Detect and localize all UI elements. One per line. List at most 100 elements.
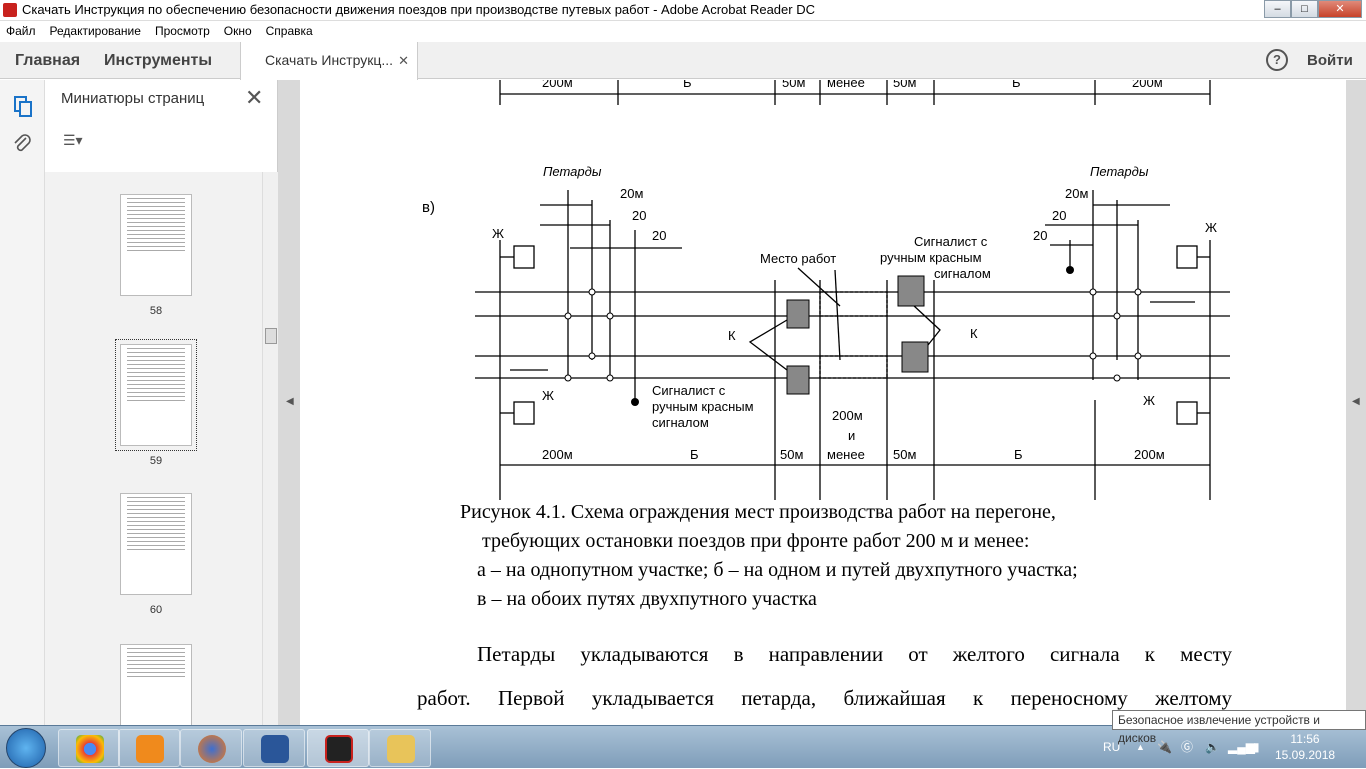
- dim-20-left-1: 20: [632, 208, 646, 223]
- tooltip: Безопасное извлечение устройств и дисков: [1112, 710, 1366, 745]
- window-title: Скачать Инструкция по обеспечению безопа…: [22, 2, 815, 17]
- menu-file[interactable]: Файл: [6, 24, 36, 38]
- k-label-right: К: [970, 326, 978, 341]
- document-tab-label: Скачать Инструкц...: [265, 52, 394, 68]
- language-indicator[interactable]: RU: [1103, 740, 1121, 754]
- dim-20m-right: 20м: [1065, 186, 1088, 201]
- title-bar: Скачать Инструкция по обеспечению безопа…: [0, 0, 1366, 21]
- close-tab-icon[interactable]: ✕: [398, 53, 409, 68]
- zh-label-2: Ж: [542, 388, 554, 403]
- dim-20-right-1: 20: [1052, 208, 1066, 223]
- zh-label-3: Ж: [1205, 220, 1217, 235]
- signalman-right-2: ручным красным: [880, 250, 982, 265]
- petardy-right-label: Петарды: [1090, 164, 1149, 179]
- body-paragraph: Петарды укладываются в направлении от же…: [417, 632, 1232, 720]
- volume-icon[interactable]: 🔈: [1205, 740, 1220, 754]
- dim-20m-left: 20м: [620, 186, 643, 201]
- dim-top-200-right: 200м: [1132, 80, 1163, 90]
- antivirus-icon[interactable]: Ⓖ: [1181, 740, 1194, 754]
- show-hidden-icons[interactable]: ▲: [1136, 742, 1145, 752]
- network-icon[interactable]: ▂▄▆: [1228, 740, 1255, 754]
- paragraph-line: работ. Первой укладывается петарда, ближ…: [417, 686, 1232, 710]
- dim-top-50-right: 50м: [893, 80, 916, 90]
- signalman-left-3: сигналом: [652, 415, 709, 430]
- signalman-right-1: Сигналист с: [914, 234, 988, 249]
- dim-top-200-left: 200м: [542, 80, 573, 90]
- maximize-button[interactable]: □: [1291, 0, 1318, 18]
- caption-line: а – на однопутном участке; б – на одном …: [477, 559, 1078, 581]
- login-button[interactable]: Войти: [1307, 52, 1353, 69]
- menu-bar: Файл Редактирование Просмотр Окно Справк…: [0, 21, 1366, 42]
- taskbar-chrome[interactable]: [58, 729, 120, 767]
- dim-bot-200-right: 200м: [1134, 447, 1165, 462]
- zh-label-4: Ж: [1143, 393, 1155, 408]
- taskbar-media-player[interactable]: [118, 729, 180, 767]
- collapse-right-handle[interactable]: ◀: [1346, 80, 1366, 725]
- signalman-left-2: ручным красным: [652, 399, 754, 414]
- dim-top-50-left: 50м: [782, 80, 805, 90]
- options-menu-icon[interactable]: ☰▾: [63, 132, 83, 148]
- menu-view[interactable]: Просмотр: [154, 24, 210, 38]
- work-place-label: Место работ: [760, 251, 836, 266]
- page-thumbnail-59[interactable]: [115, 339, 197, 451]
- clock[interactable]: 11:56 15.09.2018: [1275, 731, 1335, 763]
- caption-line: Рисунок 4.1. Схема ограждения мест произ…: [460, 501, 1056, 523]
- dim-20-right-2: 20: [1033, 228, 1047, 243]
- taskbar-acrobat[interactable]: [307, 729, 369, 767]
- dim-top-less: менее: [827, 80, 865, 90]
- close-button[interactable]: ✕: [1318, 0, 1362, 18]
- page-thumbnails-icon[interactable]: [13, 96, 33, 118]
- dim-bot-less: менее: [827, 447, 865, 462]
- dim-bot-and: и: [848, 428, 855, 443]
- zh-label-1: Ж: [492, 226, 504, 241]
- power-icon[interactable]: ▮: [1253, 740, 1260, 754]
- tab-tools[interactable]: Инструменты: [104, 52, 213, 69]
- collapse-left-handle[interactable]: ◀: [278, 80, 300, 725]
- thumbnail-list: 58 59 60: [45, 172, 262, 725]
- page-number-58: 58: [149, 305, 163, 317]
- dim-bot-b-right: Б: [1014, 447, 1023, 462]
- toolbar: Главная Инструменты: [0, 42, 1366, 79]
- menu-window[interactable]: Окно: [223, 24, 252, 38]
- menu-edit[interactable]: Редактирование: [49, 24, 141, 38]
- dim-20-left-2: 20: [652, 228, 666, 243]
- minimize-button[interactable]: –: [1264, 0, 1291, 18]
- figure-caption: Рисунок 4.1. Схема ограждения мест произ…: [460, 498, 1078, 614]
- help-icon[interactable]: ?: [1266, 49, 1288, 71]
- tab-home[interactable]: Главная: [15, 52, 81, 69]
- page-number-59: 59: [149, 455, 163, 467]
- dim-top-b-right: Б: [1012, 80, 1021, 90]
- clock-date: 15.09.2018: [1275, 748, 1336, 762]
- page-thumbnail-60[interactable]: [120, 493, 192, 595]
- page-thumbnail-58[interactable]: [120, 194, 192, 296]
- signalman-left-1: Сигналист с: [652, 383, 726, 398]
- taskbar-word[interactable]: [243, 729, 305, 767]
- safely-remove-icon[interactable]: 🔌: [1157, 740, 1172, 754]
- figure-label-v: в): [422, 199, 435, 216]
- acrobat-icon: [3, 3, 17, 17]
- dim-bot-200: 200м: [832, 408, 863, 423]
- dim-bot-200-left: 200м: [542, 447, 573, 462]
- document-tab[interactable]: Скачать Инструкц... ✕: [240, 42, 418, 80]
- petardy-left-label: Петарды: [543, 164, 602, 179]
- taskbar-explorer[interactable]: [369, 729, 431, 767]
- attachment-icon[interactable]: [12, 132, 32, 154]
- clock-time: 11:56: [1290, 732, 1320, 746]
- caption-line: в – на обоих путях двухпутного участка: [477, 588, 817, 610]
- paragraph-line: Петарды укладываются в направлении от же…: [477, 642, 1232, 666]
- signalman-right-3: сигналом: [934, 266, 991, 281]
- close-panel-icon[interactable]: ✕: [245, 85, 264, 110]
- figure-diagram: 200м Б 50м менее 50м Б 200м в) Петарды П…: [422, 80, 1230, 520]
- page-number-60: 60: [149, 604, 163, 616]
- panel-title: Миниатюры страниц: [61, 90, 205, 107]
- thumbnail-scrollbar[interactable]: [262, 172, 278, 725]
- document-page: 200м Б 50м менее 50м Б 200м в) Петарды П…: [300, 80, 1346, 725]
- taskbar: RU ▲ 🔌 Ⓖ 🔈 ▂▄▆ ▮ 11:56 15.09.2018: [0, 725, 1366, 768]
- caption-line: требующих остановки поездов при фронте р…: [482, 530, 1030, 552]
- dim-bot-b-left: Б: [690, 447, 699, 462]
- menu-help[interactable]: Справка: [265, 24, 313, 38]
- start-button[interactable]: [6, 728, 46, 768]
- dim-top-b-left: Б: [683, 80, 692, 90]
- page-thumbnail-61[interactable]: [120, 644, 192, 725]
- taskbar-firefox[interactable]: [180, 729, 242, 767]
